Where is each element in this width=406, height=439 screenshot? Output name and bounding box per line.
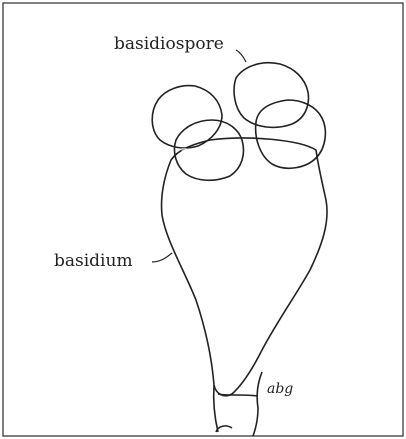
basidiospore-right [256,100,326,168]
basidiospore-left [152,86,222,148]
basidiospore-cluster [152,63,325,181]
basidium-leader [152,253,172,262]
artist-signature: abg [267,381,293,397]
basidiospore-top [234,63,308,128]
basidiospore-label: basidiospore [114,34,224,54]
basidium-body [162,138,327,396]
basidiospore-leader [236,50,246,62]
basidium-label: basidium [54,251,133,271]
